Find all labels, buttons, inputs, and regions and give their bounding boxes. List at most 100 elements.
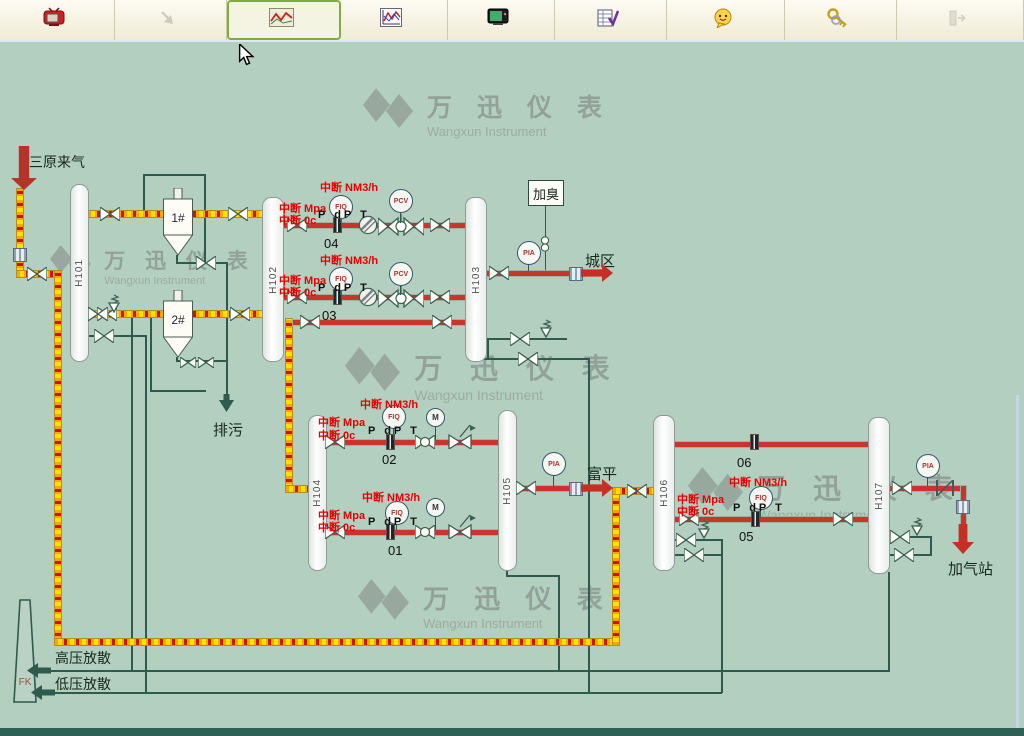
toolbar-button-subreport-output[interactable] (667, 0, 785, 40)
instrument-stem (553, 474, 554, 486)
vent-pipe (40, 692, 722, 694)
orifice-plate (386, 434, 395, 450)
toolbar-button-history-report[interactable] (448, 0, 555, 40)
toolbar-button-report-output[interactable] (555, 0, 667, 40)
vent-pipe (487, 338, 489, 360)
instrument-PCV: PCV (389, 262, 413, 286)
vessel-H103: H103 (465, 197, 487, 362)
vessel-label: H105 (502, 476, 513, 505)
run-number: 05 (739, 529, 754, 544)
valve (893, 546, 915, 567)
run-tap-labels: P dP T (733, 502, 785, 514)
gas-pipe (293, 320, 465, 325)
watermark-en: Wangxun Instrument (427, 124, 547, 139)
instrument-M: M (426, 498, 445, 517)
run-flow-value: 中断 NM3/h (362, 492, 421, 504)
separator-1#: 1# (162, 187, 194, 256)
relief-valve (696, 520, 712, 545)
toolbar-button-system-flow[interactable] (115, 0, 227, 40)
keys-icon (826, 7, 850, 33)
diagram-label: 低压放散 (55, 676, 111, 692)
vessel-label: H107 (873, 481, 885, 510)
run-number: 04 (324, 236, 339, 251)
gas-pipe (515, 486, 585, 491)
valve (299, 313, 321, 334)
vessel-label: H103 (470, 265, 482, 294)
odorizer-box: 加臭 (528, 180, 564, 206)
vent-pipe (558, 575, 560, 672)
gas-pipe (673, 517, 870, 522)
valve (429, 216, 451, 237)
orifice-plate (750, 434, 759, 450)
watermark-logo-icon (363, 88, 417, 139)
balloon-icon (713, 8, 733, 33)
vessel-H101: H101 (70, 184, 89, 362)
watermark-en: Wangxun Instrument (104, 275, 206, 287)
separator-2#: 2# (162, 289, 194, 358)
valve (431, 313, 453, 334)
valve (99, 205, 121, 226)
instrument-PIA: PIA (517, 241, 541, 265)
instrument-FIQ: FIQ (329, 195, 353, 219)
vent-pipe (150, 312, 152, 392)
toolbar-button-user-login[interactable] (785, 0, 897, 40)
vent-pipe (673, 539, 723, 541)
instrument-stem (393, 427, 394, 440)
run-temperature-value: 中断 0c (318, 522, 356, 534)
valve (675, 531, 697, 552)
vent-pipe (721, 539, 723, 693)
valve (515, 479, 537, 500)
flow-arrow-down (11, 146, 37, 195)
run-temperature-value: 中断 0c (318, 430, 356, 442)
toolbar-button-month-curve[interactable] (341, 0, 448, 40)
orifice-plate (751, 511, 760, 527)
flow-arrow-left (31, 685, 55, 705)
vessel-H102: H102 (262, 197, 284, 362)
report-table-icon (597, 8, 619, 33)
instrument-stem (434, 515, 436, 530)
valve (626, 482, 648, 503)
run-pressure-value: 中断 Mpa (677, 494, 725, 506)
relief-valve (538, 319, 554, 344)
instrument-FIQ: FIQ (329, 267, 353, 291)
vent-pipe (131, 313, 133, 671)
toolbar-button-realtime-curve[interactable] (227, 0, 341, 40)
toolbar-button-realtime-data[interactable] (0, 0, 115, 40)
valve (358, 215, 378, 240)
vessel-label: H102 (267, 265, 279, 294)
run-number: 01 (388, 543, 403, 558)
run-tap-labels: P dP T (318, 282, 370, 294)
flow-arrow-right (581, 479, 613, 502)
run-flow-value: 中断 NM3/h (729, 477, 788, 489)
toolbar-button-exit-system[interactable] (897, 0, 1024, 40)
valve (678, 510, 700, 531)
valve (195, 254, 217, 275)
valve (324, 523, 346, 544)
valve (229, 305, 251, 326)
svg-text:2#: 2# (171, 313, 185, 327)
valve (87, 305, 109, 326)
svg-text:1#: 1# (171, 211, 185, 225)
vent-pipe (888, 536, 932, 538)
svg-text:FK: FK (19, 677, 32, 688)
watermark-en: Wangxun Instrument (423, 616, 543, 631)
run-pressure-value: 中断 Mpa (318, 417, 366, 429)
valve (448, 423, 476, 454)
instrument-stem (400, 211, 401, 223)
vent-pipe (930, 536, 932, 556)
vent-pipe (588, 358, 590, 694)
scrollbar[interactable] (1016, 395, 1019, 730)
instrument-M: M (426, 408, 445, 427)
mouse-cursor (238, 42, 257, 71)
vent-pipe (143, 174, 205, 176)
instrument-stem (396, 523, 397, 530)
valve (93, 327, 115, 348)
diagram-label: 三原来气 (29, 154, 85, 170)
instrument-PCV: PCV (389, 189, 413, 213)
flow-element (956, 500, 970, 514)
run-pressure-value: 中断 Mpa (318, 510, 366, 522)
run-tap-labels: P dP T (368, 516, 420, 528)
gas-pipe (322, 440, 498, 445)
valve (377, 214, 425, 241)
watermark-logo-icon (345, 347, 404, 403)
